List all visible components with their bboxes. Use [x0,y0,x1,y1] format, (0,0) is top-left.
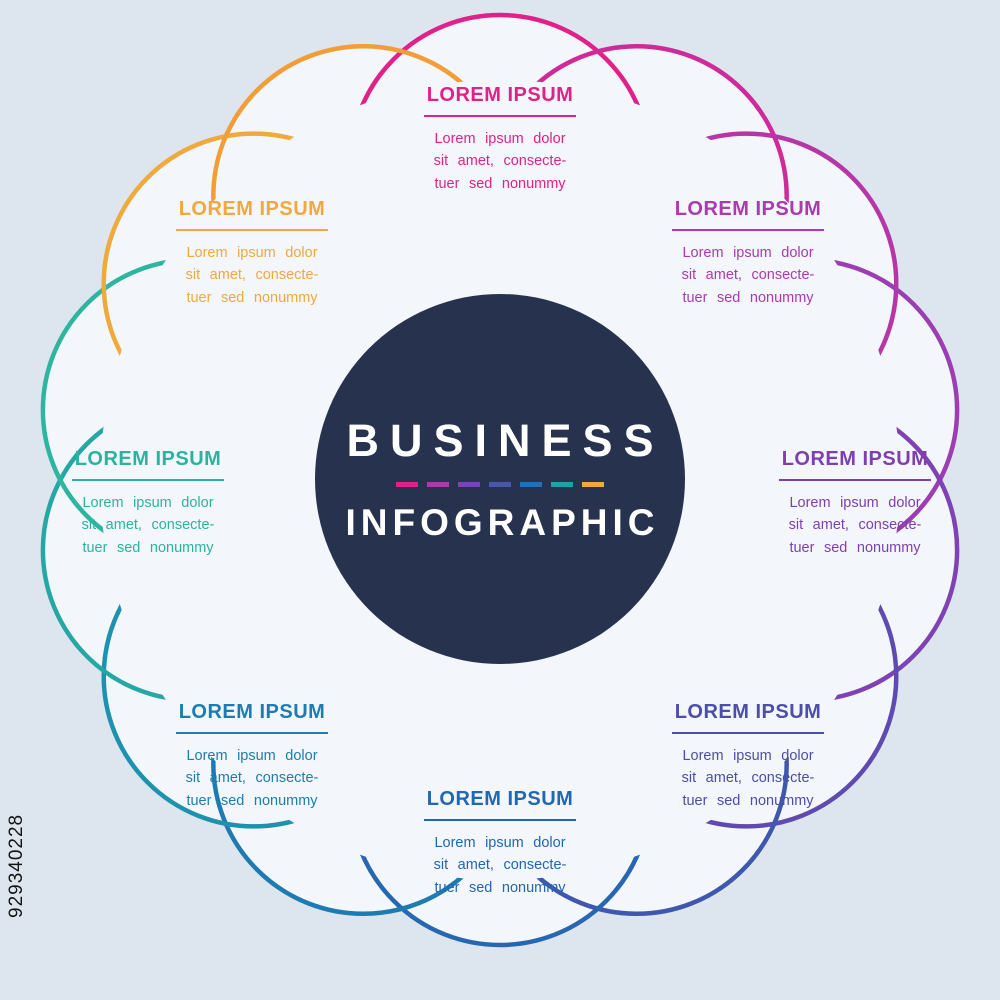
divider-dash [458,481,480,487]
block-body-line: Lorem ipsum dolor [789,495,921,511]
block-underline [672,732,824,734]
block-heading: LOREM IPSUM [674,701,822,723]
block-body-line: Lorem ipsum dolor [186,245,318,261]
block-heading: LOREM IPSUM [426,788,574,810]
block-body-line: Lorem ipsum dolor [682,748,814,764]
block-bottom-left: LOREM IPSUM Lorem ipsum dolor sit amet, … [147,701,357,812]
block-body-line: tuer sed nonummy [682,792,814,809]
block-underline [779,479,931,481]
block-body-line: sit amet, consecte- [185,770,319,787]
block-body-line: Lorem ipsum dolor [434,131,566,147]
block-heading: LOREM IPSUM [426,84,574,106]
block-underline [424,115,576,117]
block-top-right: LOREM IPSUM Lorem ipsum dolor sit amet, … [643,198,853,309]
center-subtitle: INFOGRAPHIC [345,501,660,543]
block-bottom-right: LOREM IPSUM Lorem ipsum dolor sit amet, … [643,701,853,812]
block-body-line: sit amet, consecte- [681,267,815,284]
block-body-line: tuer sed nonummy [82,539,214,556]
divider-dash [520,481,542,487]
block-body-line: sit amet, consecte- [788,517,922,534]
block-body-line: tuer sed nonummy [434,175,566,192]
divider-dash [427,481,449,487]
divider-dash [582,481,604,487]
block-heading: LOREM IPSUM [178,701,326,723]
block-body-line: sit amet, consecte- [433,153,567,170]
block-body-line: Lorem ipsum dolor [82,495,214,511]
block-underline [72,479,224,481]
block-top: LOREM IPSUM Lorem ipsum dolor sit amet, … [395,84,605,195]
block-heading: LOREM IPSUM [674,198,822,220]
center-title: BUSINESS [346,414,665,466]
block-underline [672,229,824,231]
block-heading: LOREM IPSUM [178,198,326,220]
block-top-left: LOREM IPSUM Lorem ipsum dolor sit amet, … [147,198,357,309]
stock-id-watermark: 929340228 [6,813,27,918]
block-body-line: sit amet, consecte- [81,517,215,534]
block-underline [424,819,576,821]
divider-dash [489,481,511,487]
block-body-line: tuer sed nonummy [186,792,318,809]
block-body-line: sit amet, consecte- [681,770,815,787]
block-body-line: sit amet, consecte- [185,267,319,284]
block-body-line: sit amet, consecte- [433,857,567,874]
block-underline [176,229,328,231]
block-heading: LOREM IPSUM [74,448,222,470]
block-body-line: tuer sed nonummy [186,289,318,306]
block-body-line: tuer sed nonummy [682,289,814,306]
color-dash-divider [396,481,604,487]
block-left: LOREM IPSUM Lorem ipsum dolor sit amet, … [43,448,253,559]
block-right: LOREM IPSUM Lorem ipsum dolor sit amet, … [750,448,960,559]
block-bottom: LOREM IPSUM Lorem ipsum dolor sit amet, … [395,788,605,899]
block-body-line: Lorem ipsum dolor [434,835,566,851]
block-heading: LOREM IPSUM [781,448,929,470]
block-body-line: tuer sed nonummy [434,879,566,896]
block-body-line: Lorem ipsum dolor [186,748,318,764]
divider-dash [551,481,573,487]
block-underline [176,732,328,734]
block-body-line: tuer sed nonummy [789,539,921,556]
center-badge: BUSINESS INFOGRAPHIC [315,294,685,664]
block-body-line: Lorem ipsum dolor [682,245,814,261]
divider-dash [396,481,418,487]
